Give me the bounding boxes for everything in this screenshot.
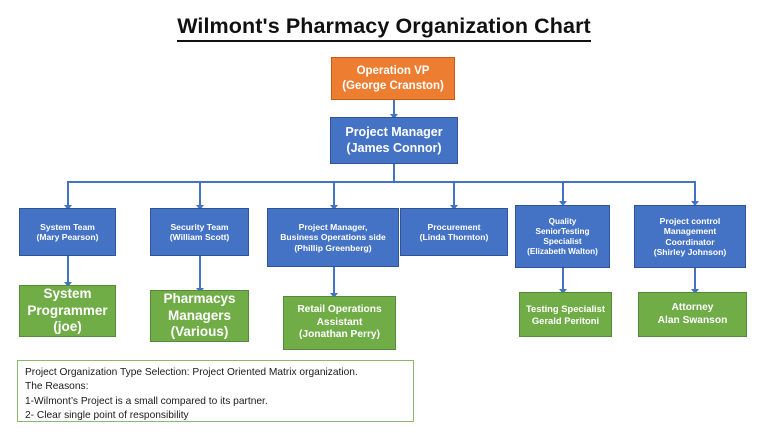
arrowhead-pm-business xyxy=(330,205,338,210)
connector-quality-to-testing-specialist xyxy=(562,268,564,291)
node-pharmacys-managers[interactable]: Pharmacys Managers (Various) xyxy=(150,290,249,342)
node-pharmacys-managers-line2: Managers xyxy=(167,307,232,323)
node-quality-senior-testing[interactable]: Quality SeniorTesting Specialist (Elizab… xyxy=(515,205,610,268)
node-project-control[interactable]: Project control Management Coordinator (… xyxy=(634,205,746,268)
arrowhead-retail-operations xyxy=(330,293,338,298)
connector-pm-to-bus xyxy=(393,164,395,181)
node-operation-vp-title: Operation VP xyxy=(356,65,430,78)
notes-box: Project Organization Type Selection: Pro… xyxy=(17,360,414,422)
arrowhead-security-team xyxy=(196,205,204,210)
notes-line-2: The Reasons: xyxy=(25,381,89,393)
node-security-team-person: (William Scott) xyxy=(169,232,230,242)
node-system-programmer[interactable]: System Programmer (joe) xyxy=(19,285,116,337)
node-retail-line2: Assistant xyxy=(316,316,363,328)
arrowhead-procurement xyxy=(450,205,458,210)
connector-pm-business-to-retail xyxy=(333,267,335,295)
node-retail-person: (Jonathan Perry) xyxy=(299,329,380,341)
connector-bus-to-system-team xyxy=(67,181,69,207)
connector-bus-to-quality xyxy=(562,181,564,203)
node-system-programmer-line1: System xyxy=(43,286,92,302)
node-retail-operations-assistant[interactable]: Retail Operations Assistant (Jonathan Pe… xyxy=(283,296,396,350)
arrowhead-testing-specialist xyxy=(559,289,567,294)
connector-bus xyxy=(68,181,696,183)
node-project-control-person: (Shirley Johnson) xyxy=(653,246,727,257)
node-system-team-title: System Team xyxy=(40,221,95,232)
arrowhead-system-programmer xyxy=(64,282,72,287)
node-testing-specialist-line1: Testing Specialist xyxy=(525,303,605,315)
node-pharmacys-managers-line1: Pharmacys xyxy=(163,291,236,307)
arrowhead-attorney xyxy=(691,289,699,294)
node-retail-line1: Retail Operations xyxy=(297,304,382,316)
notes-line-3: 1-Wilmont’s Project is a small compared … xyxy=(25,395,268,407)
node-attorney[interactable]: Attorney Alan Swanson xyxy=(638,292,747,337)
connector-security-team-to-pharmacys xyxy=(199,256,201,290)
node-project-control-line1: Project control xyxy=(659,215,721,226)
node-project-control-line3: Coordinator xyxy=(665,236,715,247)
node-testing-specialist[interactable]: Testing Specialist Gerald Peritoni xyxy=(519,292,612,337)
node-security-team-title: Security Team xyxy=(170,221,229,232)
node-system-team-person: (Mary Pearson) xyxy=(36,232,99,242)
node-pm-business-person: (Phillip Greenberg) xyxy=(294,242,372,253)
node-system-team[interactable]: System Team (Mary Pearson) xyxy=(19,208,116,256)
node-project-manager-person: (James Connor) xyxy=(346,140,442,155)
arrowhead-quality xyxy=(559,201,567,206)
node-project-control-line2: Management xyxy=(663,226,717,237)
node-system-programmer-person: (joe) xyxy=(53,319,82,335)
connector-system-team-to-programmer xyxy=(67,256,69,284)
node-project-manager-business[interactable]: Project Manager, Business Operations sid… xyxy=(267,208,399,267)
connector-bus-to-pm-business xyxy=(333,181,335,207)
node-quality-line1: Quality xyxy=(548,216,577,226)
node-system-programmer-line2: Programmer xyxy=(27,302,108,318)
node-pm-business-line1: Project Manager, xyxy=(298,221,368,232)
connector-project-control-to-attorney xyxy=(694,268,696,291)
node-project-manager[interactable]: Project Manager (James Connor) xyxy=(330,117,458,164)
notes-line-1: Project Organization Type Selection: Pro… xyxy=(25,367,358,378)
node-procurement-person: (Linda Thornton) xyxy=(419,232,489,242)
page-title-text: Wilmont's Pharmacy Organization Chart xyxy=(177,14,591,42)
node-operation-vp[interactable]: Operation VP (George Cranston) xyxy=(331,57,455,100)
node-project-manager-title: Project Manager xyxy=(345,125,443,140)
node-procurement[interactable]: Procurement (Linda Thornton) xyxy=(400,208,508,256)
node-testing-specialist-person: Gerald Peritoni xyxy=(531,314,600,326)
connector-bus-to-security-team xyxy=(199,181,201,207)
connector-bus-to-procurement xyxy=(453,181,455,207)
node-pharmacys-managers-person: (Various) xyxy=(170,324,229,340)
node-pm-business-line2: Business Operations side xyxy=(280,232,386,243)
node-attorney-line1: Attorney xyxy=(671,302,714,314)
node-quality-line2: SeniorTesting xyxy=(535,226,590,236)
page-title: Wilmont's Pharmacy Organization Chart xyxy=(0,14,768,42)
node-procurement-title: Procurement xyxy=(427,221,481,232)
notes-line-4: 2- Clear single point of responsibility xyxy=(25,410,189,422)
node-security-team[interactable]: Security Team (William Scott) xyxy=(150,208,249,256)
connector-vp-to-pm xyxy=(393,100,395,116)
arrowhead-pm xyxy=(390,114,398,119)
arrowhead-project-control xyxy=(691,201,699,206)
node-quality-person: (Elizabeth Walton) xyxy=(527,246,598,256)
connector-bus-to-project-control xyxy=(694,181,696,203)
node-attorney-person: Alan Swanson xyxy=(657,314,728,326)
node-operation-vp-person: (George Cranston) xyxy=(342,79,444,92)
node-quality-line3: Specialist xyxy=(543,236,582,246)
arrowhead-system-team xyxy=(64,205,72,210)
